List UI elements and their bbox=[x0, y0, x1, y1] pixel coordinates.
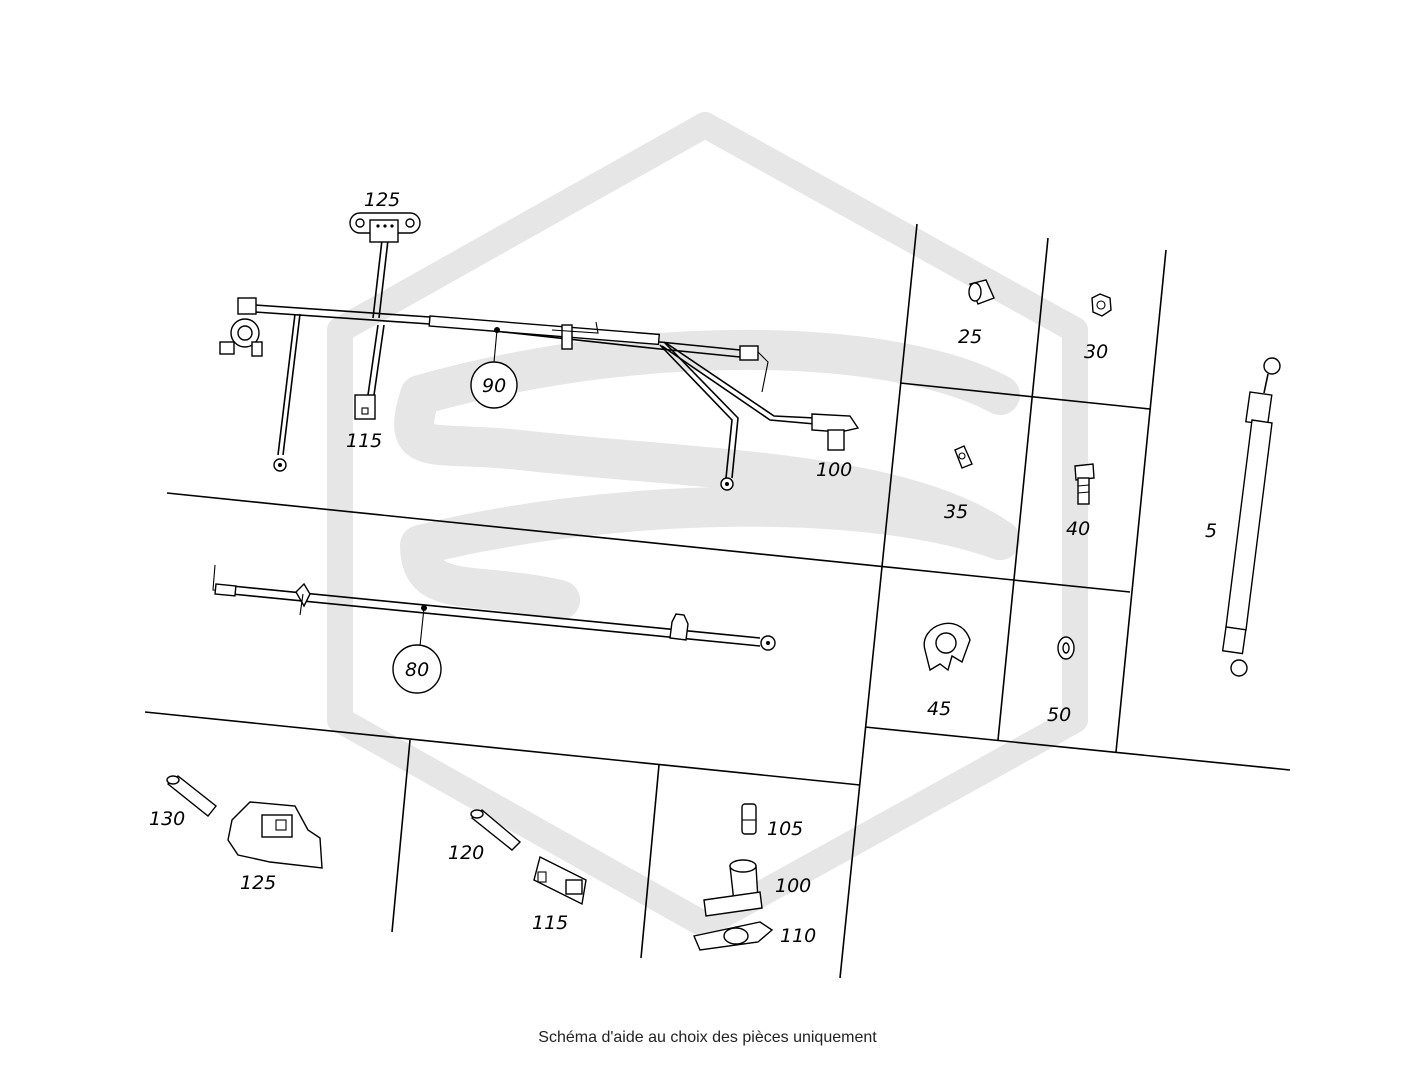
connector-housing-125-icon bbox=[227, 801, 323, 869]
grid-line bbox=[1115, 249, 1167, 753]
terminal-100-icon bbox=[703, 859, 763, 917]
label-80: 80 bbox=[405, 659, 429, 681]
watermark-logo bbox=[327, 112, 1088, 938]
gas-strut-5-icon bbox=[1221, 357, 1281, 677]
grid-line bbox=[144, 711, 861, 786]
label-50: 50 bbox=[1047, 704, 1071, 726]
label-5: 5 bbox=[1205, 520, 1217, 542]
label-120: 120 bbox=[448, 842, 484, 864]
section-grid bbox=[144, 223, 1291, 979]
harness-clip-icon bbox=[551, 321, 599, 350]
callout-circle-80 bbox=[392, 644, 442, 694]
washer-50-icon bbox=[1057, 636, 1075, 660]
label-115-top: 115 bbox=[346, 430, 382, 452]
grid-line bbox=[839, 223, 918, 979]
label-100-bottom: 100 bbox=[775, 875, 811, 897]
connector-115-bottom-icon bbox=[533, 855, 587, 906]
cable-clamp-45-icon bbox=[923, 622, 971, 672]
label-45: 45 bbox=[927, 698, 951, 720]
label-30: 30 bbox=[1084, 341, 1108, 363]
sensor-100-icon bbox=[811, 413, 860, 451]
grid-line bbox=[391, 739, 411, 933]
label-25: 25 bbox=[958, 326, 982, 348]
label-40: 40 bbox=[1066, 518, 1090, 540]
grid-line bbox=[899, 382, 1151, 410]
label-90: 90 bbox=[482, 375, 506, 397]
label-100-top: 100 bbox=[816, 459, 852, 481]
exploded-view-svg: 125 115 90 100 80 25 30 35 40 45 50 5 13… bbox=[144, 112, 1291, 979]
label-125-top: 125 bbox=[364, 189, 400, 211]
label-105: 105 bbox=[767, 818, 803, 840]
grid-line bbox=[997, 237, 1049, 741]
connector-125-icon bbox=[349, 212, 421, 243]
rubber-buffer-25-icon bbox=[968, 279, 995, 305]
wiring-harness-90 bbox=[219, 212, 860, 491]
label-130: 130 bbox=[149, 808, 185, 830]
pin-130-icon bbox=[166, 775, 217, 817]
ground-cable-80 bbox=[212, 564, 776, 694]
grid-line bbox=[166, 492, 1131, 593]
bolt-40-icon bbox=[1074, 463, 1095, 505]
callout-circle-90 bbox=[470, 361, 518, 409]
battery-terminal-icon bbox=[219, 297, 263, 357]
cable-lug-110-icon bbox=[693, 921, 774, 951]
grid-line bbox=[640, 764, 660, 959]
clip-35-icon bbox=[954, 445, 973, 469]
connector-115-icon bbox=[354, 394, 376, 420]
label-115-bottom: 115 bbox=[532, 912, 568, 934]
diagram-caption: Schéma d'aide au choix des pièces unique… bbox=[538, 1029, 877, 1046]
label-125-bottom: 125 bbox=[240, 872, 276, 894]
grid-line bbox=[864, 726, 1291, 771]
pin-120-icon bbox=[470, 809, 522, 851]
label-35: 35 bbox=[944, 501, 968, 523]
label-110: 110 bbox=[780, 925, 816, 947]
nut-30-icon bbox=[1091, 293, 1112, 317]
contact-105-icon bbox=[741, 803, 757, 835]
